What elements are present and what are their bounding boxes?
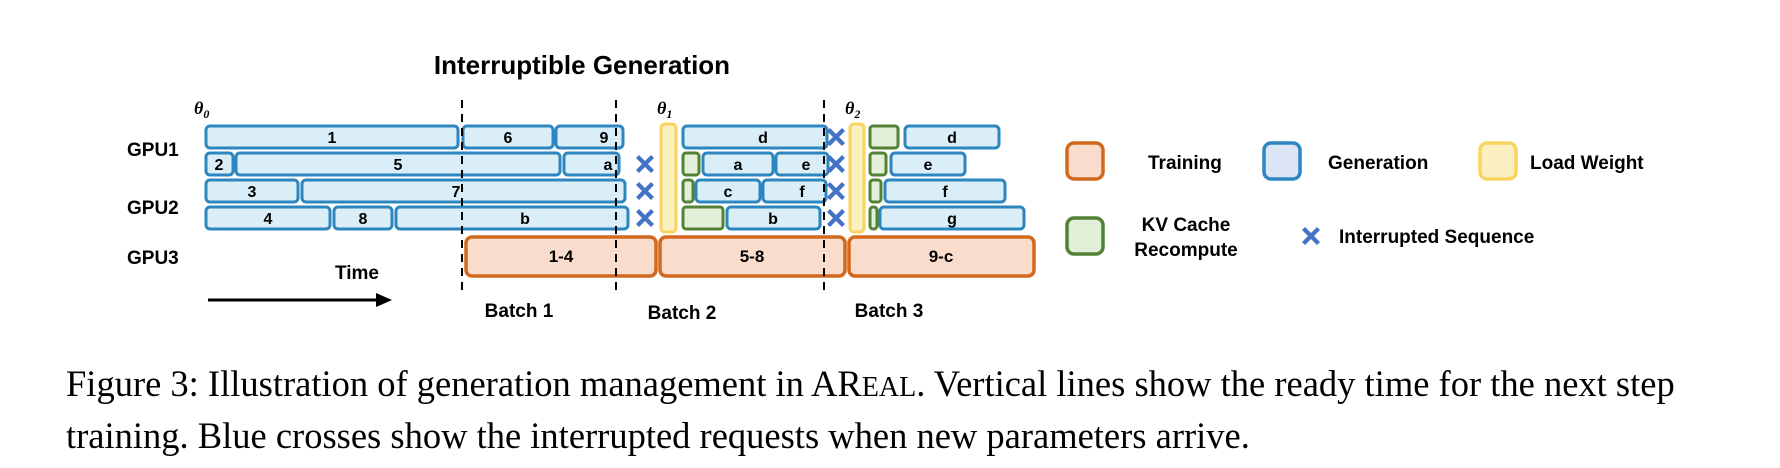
interrupt-cross-7 bbox=[827, 209, 845, 227]
gen-label-g: g bbox=[947, 211, 957, 228]
load-weight-block-1 bbox=[659, 122, 678, 234]
gen-label-9: 9 bbox=[600, 130, 609, 147]
legend-kv-cache-swatch bbox=[1065, 216, 1105, 256]
gen-block-2 bbox=[204, 151, 235, 177]
legend: Training Generation Load Weight KV Cache… bbox=[1065, 141, 1644, 261]
legend-generation-label: Generation bbox=[1328, 153, 1428, 174]
legend-kv-cache-line1: KV Cache bbox=[1142, 215, 1231, 236]
legend-training-label: Training bbox=[1148, 153, 1222, 174]
gen-block-d2 bbox=[903, 124, 1001, 150]
training-block-1 bbox=[464, 235, 658, 278]
legend-kv-cache-line2: Recompute bbox=[1134, 240, 1237, 261]
gen-label-6: 6 bbox=[504, 130, 513, 147]
gen-label-1: 1 bbox=[328, 130, 337, 147]
gen-label-7: 7 bbox=[452, 184, 461, 201]
interrupt-cross-6 bbox=[827, 182, 845, 200]
gen-block-8 bbox=[332, 205, 394, 231]
legend-generation-swatch bbox=[1262, 141, 1302, 181]
legend-interrupted-label: Interrupted Sequence bbox=[1339, 227, 1534, 248]
gen-label-e1: e bbox=[802, 157, 811, 174]
gen-block-4 bbox=[204, 205, 332, 231]
gen-block-f1 bbox=[761, 178, 828, 204]
gpu3-label: GPU3 bbox=[127, 248, 179, 269]
load-weight-block-2 bbox=[848, 122, 866, 234]
batch-3-label: Batch 3 bbox=[855, 301, 924, 322]
training-block-3 bbox=[847, 235, 1036, 278]
kv-block-5 bbox=[868, 151, 888, 177]
time-label: Time bbox=[335, 263, 379, 284]
training-label-1: 1-4 bbox=[549, 247, 574, 266]
gen-label-d1: d bbox=[758, 130, 768, 147]
interrupt-cross-5 bbox=[827, 155, 845, 173]
gen-block-g bbox=[878, 205, 1026, 231]
gen-block-a1 bbox=[562, 151, 621, 177]
kv-block-1 bbox=[681, 151, 701, 177]
gen-label-4: 4 bbox=[264, 211, 273, 228]
gen-block-e2 bbox=[889, 151, 967, 177]
gen-label-2: 2 bbox=[215, 157, 224, 174]
gen-block-d1 bbox=[681, 124, 829, 150]
caption-name-small: EAL bbox=[861, 372, 917, 403]
kv-block-6 bbox=[868, 178, 883, 204]
interrupt-cross-2 bbox=[636, 182, 654, 200]
training-label-2: 5-8 bbox=[740, 247, 765, 266]
interrupt-cross-4 bbox=[827, 128, 845, 146]
time-arrow-head bbox=[376, 293, 392, 307]
gen-label-5: 5 bbox=[394, 157, 403, 174]
theta-0-label: θ0 bbox=[194, 98, 209, 121]
theta-2-label: θ2 bbox=[845, 98, 860, 121]
gen-block-6 bbox=[461, 124, 555, 150]
gen-block-e1 bbox=[774, 151, 830, 177]
batch-2-label: Batch 2 bbox=[648, 303, 717, 324]
theta-1-label: θ1 bbox=[657, 98, 672, 121]
kv-block-2 bbox=[681, 178, 695, 204]
diagram-title: Interruptible Generation bbox=[434, 50, 730, 80]
legend-load-weight-label: Load Weight bbox=[1530, 153, 1644, 174]
legend-interrupt-cross bbox=[1302, 227, 1320, 245]
gen-label-3: 3 bbox=[248, 184, 257, 201]
gen-label-f1: f bbox=[799, 184, 805, 201]
gen-label-d2: d bbox=[947, 130, 957, 147]
gen-block-5 bbox=[234, 151, 562, 177]
gen-label-8: 8 bbox=[359, 211, 368, 228]
gen-block-b2 bbox=[725, 205, 822, 231]
gen-block-9 bbox=[554, 124, 625, 150]
gen-label-b2: b bbox=[768, 211, 778, 228]
kv-block-3 bbox=[681, 205, 725, 231]
interrupt-cross-1 bbox=[636, 155, 654, 173]
figure-caption: Figure 3: Illustration of generation man… bbox=[66, 360, 1746, 460]
gen-block-3 bbox=[204, 178, 300, 204]
legend-training-swatch bbox=[1065, 141, 1105, 181]
caption-name-first: A bbox=[811, 363, 838, 404]
gen-label-a1: a bbox=[604, 157, 613, 174]
gen-label-e2: e bbox=[924, 157, 933, 174]
batch-1-label: Batch 1 bbox=[485, 301, 554, 322]
kv-block-7 bbox=[868, 205, 879, 231]
interrupt-cross-3 bbox=[636, 209, 654, 227]
gen-block-a2 bbox=[701, 151, 775, 177]
caption-name-second: R bbox=[837, 363, 862, 404]
gen-label-f2: f bbox=[942, 184, 948, 201]
training-block-2 bbox=[658, 235, 847, 278]
gen-block-b1 bbox=[394, 205, 630, 231]
gen-block-f2 bbox=[883, 178, 1007, 204]
caption-suffix: . Vertical lines show the ready time for… bbox=[66, 363, 1675, 456]
gen-label-c: c bbox=[724, 184, 733, 201]
caption-prefix: Figure 3: Illustration of generation man… bbox=[66, 363, 812, 404]
training-label-3: 9-c bbox=[929, 247, 954, 266]
gen-block-c bbox=[694, 178, 762, 204]
gpu2-label: GPU2 bbox=[127, 198, 179, 219]
legend-load-weight-swatch bbox=[1478, 141, 1518, 181]
gen-block-7 bbox=[300, 178, 627, 204]
gen-label-a2: a bbox=[734, 157, 743, 174]
gpu1-label: GPU1 bbox=[127, 140, 179, 161]
gen-block-1 bbox=[204, 124, 460, 150]
gen-label-b1: b bbox=[520, 211, 530, 228]
kv-block-4 bbox=[868, 124, 900, 150]
